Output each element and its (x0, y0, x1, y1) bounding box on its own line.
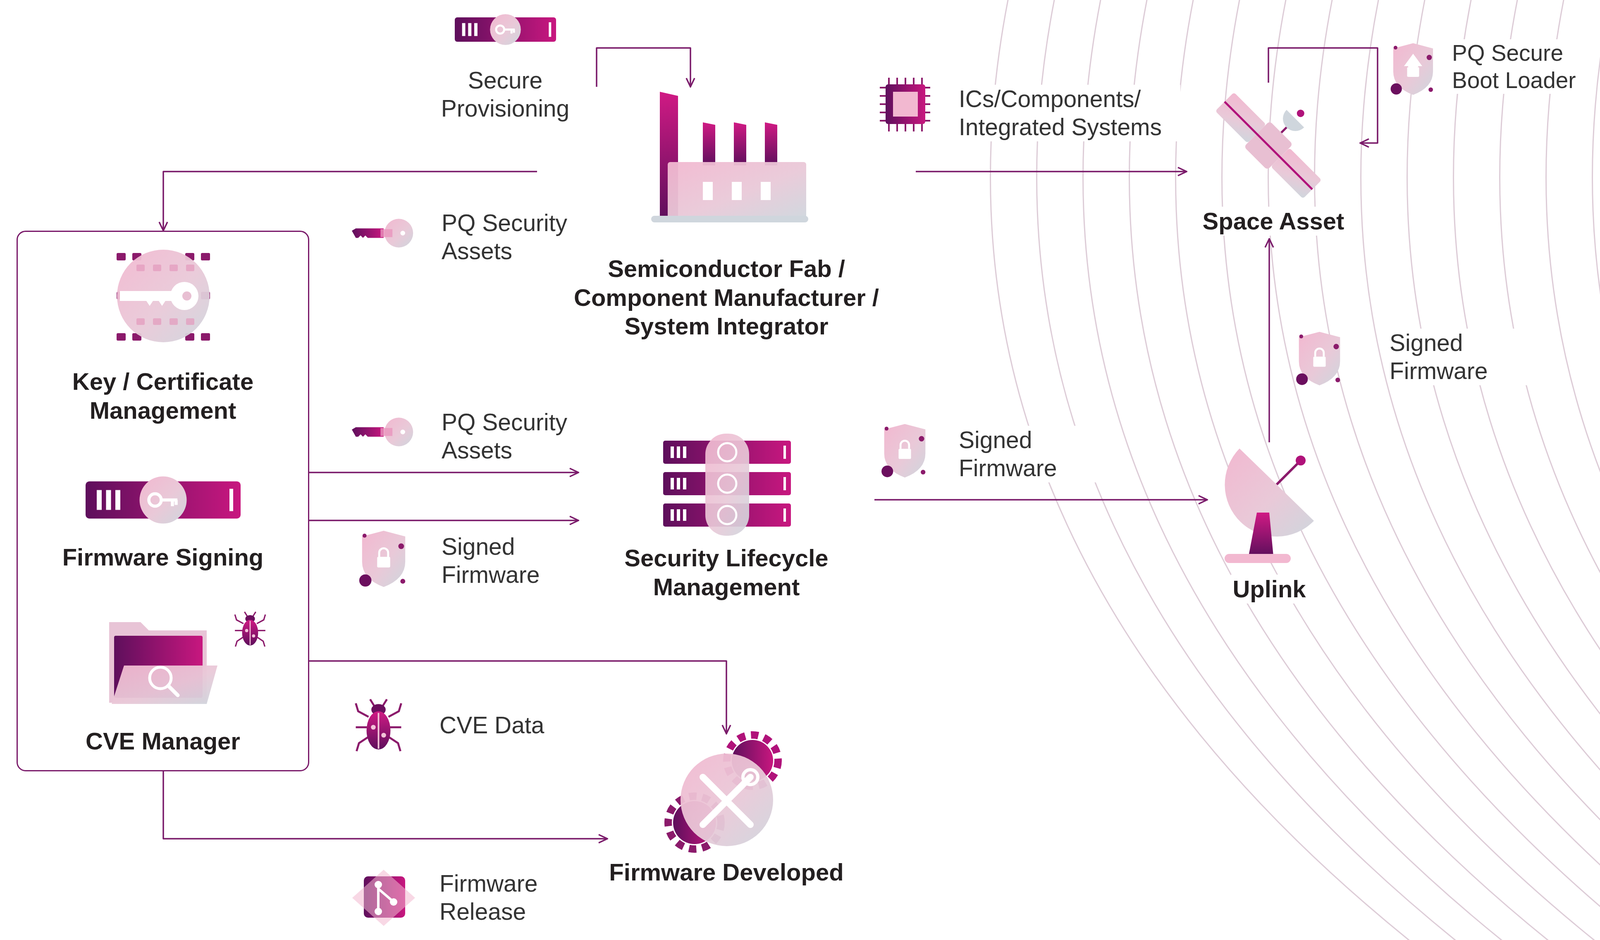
shield-icon (1296, 331, 1340, 386)
folder-icon (109, 622, 218, 705)
key-icon (351, 218, 414, 248)
chip-icon (879, 77, 931, 132)
key-icon (351, 417, 414, 447)
node-label: Security Lifecycle Management (578, 543, 875, 602)
process-node: Firmware Signing (24, 472, 301, 576)
dish-icon (1224, 448, 1314, 564)
signing-bar-icon (85, 476, 241, 524)
background-curve (1129, 0, 1562, 940)
factory-icon (651, 91, 809, 223)
release-icon (352, 869, 416, 927)
edge-label: Signed Firmware (1387, 328, 1546, 386)
tools-icon (668, 735, 779, 850)
process-node: CVE Manager (24, 608, 301, 760)
connector (874, 499, 1208, 501)
edge-label: Secure Provisioning (418, 66, 593, 123)
node-label: Key / Certificate Management (21, 367, 305, 425)
key-management-icon (116, 249, 211, 343)
node-label: Uplink (1230, 574, 1308, 604)
edge-label: PQ Security Assets (439, 408, 598, 465)
edge-label: ICs/Components/ Integrated Systems (957, 84, 1181, 142)
connector (1268, 47, 1378, 144)
process-node: Firmware Developed (607, 733, 846, 891)
process-node: Semiconductor Fab / Component Manufactur… (537, 86, 916, 344)
background-curve (1175, 0, 1600, 940)
node-label: Firmware Developed (607, 857, 846, 887)
connector (596, 47, 691, 87)
node-label: Semiconductor Fab / Component Manufactur… (537, 254, 916, 341)
edge-label: Signed Firmware (957, 425, 1115, 483)
edge-label: PQ Security Assets (439, 208, 598, 266)
satellite-icon (1211, 66, 1347, 203)
key-bar-icon (454, 14, 557, 45)
background-curve (1592, 0, 1600, 940)
background-curve (1407, 0, 1600, 940)
background-curve (990, 0, 1423, 940)
shield-icon (881, 424, 926, 478)
edge-label: Signed Firmware (439, 532, 598, 590)
edge-label: CVE Data (437, 711, 546, 740)
connector (309, 519, 579, 522)
connector (309, 471, 579, 474)
background-curve (1222, 0, 1600, 940)
connector (1268, 238, 1271, 443)
server-icon (663, 433, 791, 536)
node-label: Firmware Signing (60, 542, 266, 572)
edge-label: Firmware Release (437, 869, 595, 927)
background-curve (1036, 0, 1469, 940)
background-curve (1453, 0, 1600, 940)
bug-icon (234, 611, 266, 647)
connector (915, 170, 1187, 173)
group-box: Key / Certificate ManagementFirmware Sig… (16, 230, 310, 772)
bug-icon (355, 699, 402, 752)
connector (163, 171, 538, 231)
process-node: Space Asset (1186, 82, 1361, 239)
edge-label: PQ Secure Boot Loader (1450, 39, 1596, 94)
boot-loader-icon (1390, 42, 1433, 95)
background-curve (1499, 0, 1600, 940)
process-node: Key / Certificate Management (21, 247, 305, 428)
process-node: Security Lifecycle Management (578, 429, 875, 605)
connector (163, 771, 608, 839)
background-curve (1546, 0, 1600, 940)
shield-icon (359, 530, 406, 588)
background-curve (1268, 0, 1600, 940)
process-node: Uplink (1207, 442, 1332, 607)
background-curve (1314, 0, 1600, 940)
node-label: Space Asset (1201, 206, 1347, 236)
connector (309, 661, 727, 734)
node-label: CVE Manager (83, 726, 242, 756)
background-curve (1083, 0, 1515, 940)
background-curve (1361, 0, 1600, 940)
